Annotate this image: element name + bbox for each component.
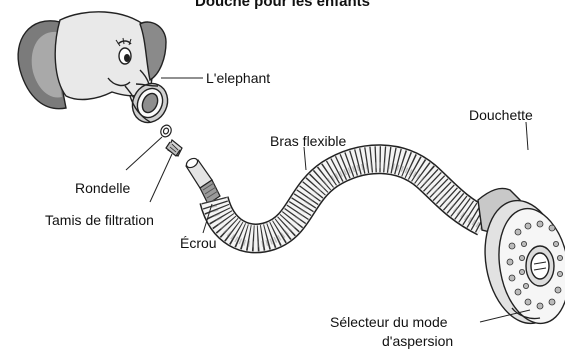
label-ecrou: Écrou xyxy=(180,236,217,250)
label-elephant: L'elephant xyxy=(206,71,270,85)
label-tamis: Tamis de filtration xyxy=(45,213,154,227)
shower-head xyxy=(476,188,565,329)
leader-douchette xyxy=(526,122,528,150)
rondelle-part xyxy=(159,123,173,138)
label-douchette: Douchette xyxy=(469,108,533,122)
elephant-head xyxy=(18,12,174,129)
ecrou-part xyxy=(185,157,220,204)
flexible-hose xyxy=(214,159,484,244)
label-rondelle: Rondelle xyxy=(75,181,130,195)
label-selecteur-line2: d'aspersion xyxy=(382,334,453,348)
label-selecteur-line1: Sélecteur du mode xyxy=(330,315,448,329)
leader-tamis xyxy=(150,154,172,202)
tamis-part xyxy=(166,140,182,156)
leader-bras xyxy=(304,147,306,170)
label-bras-flexible: Bras flexible xyxy=(270,134,346,148)
leader-rondelle xyxy=(126,137,162,170)
